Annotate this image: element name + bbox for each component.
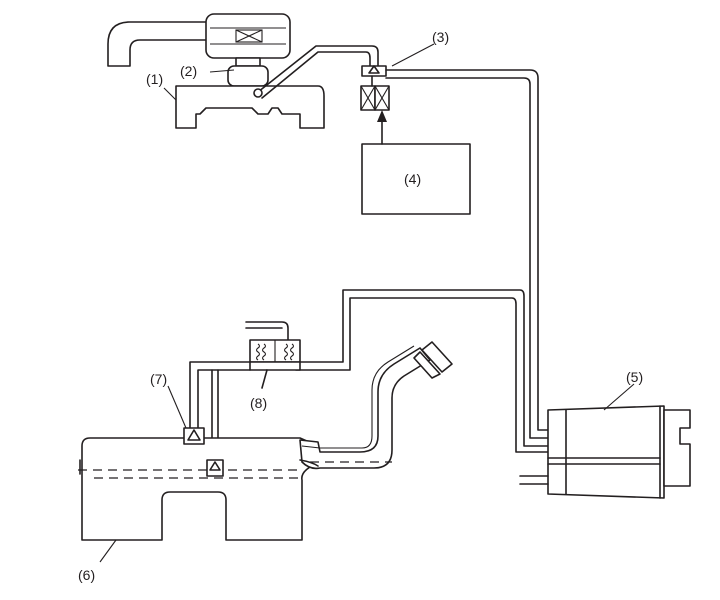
label-4: (4)	[404, 171, 421, 187]
purge-line-to-canister	[385, 69, 549, 439]
ecm-signal-arrow	[377, 110, 387, 145]
intake-duct	[107, 21, 207, 67]
leader-lines	[99, 43, 635, 563]
label-2: (2)	[180, 63, 197, 79]
throttle-body	[227, 57, 269, 87]
purge-solenoid-valve	[360, 65, 390, 111]
label-3: (3)	[432, 29, 449, 45]
evap-canister	[519, 405, 691, 499]
pressure-control-valve	[245, 321, 301, 389]
label-5: (5)	[626, 369, 643, 385]
ecm-box	[361, 143, 471, 215]
air-cleaner	[205, 13, 291, 59]
fuel-filler-cap	[413, 341, 453, 379]
label-1: (1)	[146, 71, 163, 87]
label-6: (6)	[78, 567, 95, 583]
label-8: (8)	[250, 395, 267, 411]
filler-neck	[299, 341, 453, 470]
purge-line-upper	[253, 45, 379, 99]
intake-manifold	[175, 85, 325, 129]
tank-valve-lower	[206, 459, 224, 477]
rollover-valve	[183, 427, 205, 445]
label-7: (7)	[150, 371, 167, 387]
fuel-tank	[78, 437, 321, 541]
evap-line-tank	[289, 289, 549, 453]
